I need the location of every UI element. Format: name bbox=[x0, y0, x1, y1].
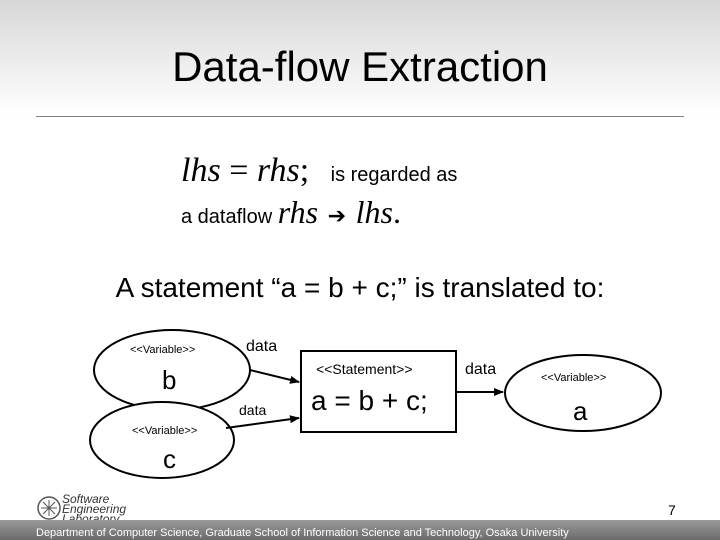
equals-sign: = bbox=[220, 152, 257, 189]
variable-a-stereotype: <<Variable>> bbox=[541, 372, 607, 384]
variable-b-name: b bbox=[162, 365, 177, 395]
statement-text: a = b + c; bbox=[311, 385, 428, 416]
rhs-term-2: rhs bbox=[277, 194, 319, 230]
lhs-term: lhs bbox=[181, 152, 221, 189]
variable-b-stereotype: <<Variable>> bbox=[130, 344, 196, 356]
title-divider bbox=[36, 116, 684, 117]
semicolon: ; bbox=[299, 152, 310, 189]
edge-b-label: data bbox=[246, 338, 278, 355]
regarded-as-text: is regarded as bbox=[330, 164, 458, 186]
statement-stereotype: <<Statement>> bbox=[316, 361, 413, 377]
rule-line-1: lhs = rhs; is regarded as bbox=[181, 150, 457, 195]
variable-c-stereotype: <<Variable>> bbox=[132, 425, 198, 437]
edge-a-label: data bbox=[465, 361, 497, 378]
right-arrow-icon: ➔ bbox=[327, 203, 347, 228]
period: . bbox=[392, 194, 401, 230]
variable-c-node bbox=[89, 401, 235, 479]
dataflow-text: a dataflow bbox=[181, 206, 278, 228]
variable-c-name: c bbox=[163, 444, 176, 474]
rhs-term: rhs bbox=[256, 152, 300, 189]
variable-a-name: a bbox=[573, 396, 588, 426]
footer-text: Department of Computer Science, Graduate… bbox=[36, 527, 569, 539]
footer-bar bbox=[0, 520, 720, 540]
statement-sentence: A statement “a = b + c;” is translated t… bbox=[115, 272, 605, 303]
lhs-term-2: lhs bbox=[355, 194, 393, 230]
rule-line-2: a dataflow rhs ➔ lhs. bbox=[181, 192, 401, 237]
edge-b-to-statement bbox=[249, 369, 300, 384]
lab-logo-icon bbox=[36, 495, 62, 521]
edge-c-label: data bbox=[239, 402, 267, 418]
variable-a-node bbox=[504, 354, 662, 432]
slide-title: Data-flow Extraction bbox=[172, 43, 548, 90]
statement-node bbox=[300, 350, 457, 433]
page-number: 7 bbox=[668, 502, 676, 518]
edge-c-to-statement bbox=[225, 415, 300, 429]
